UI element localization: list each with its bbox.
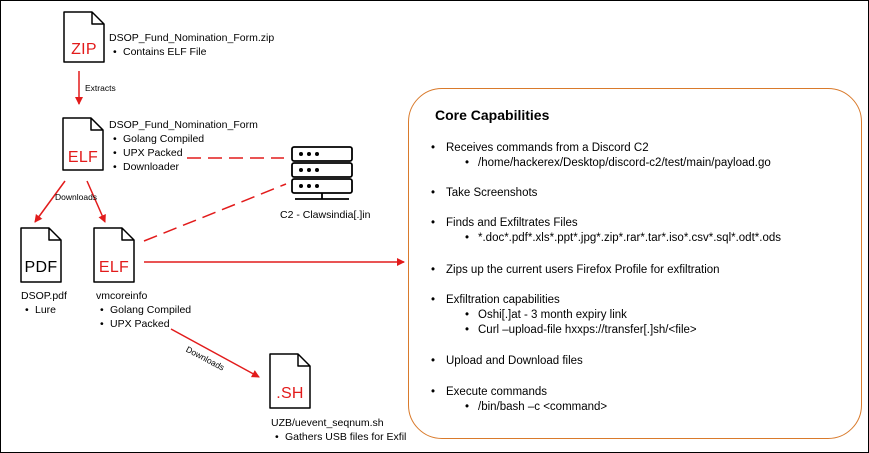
capability-item: Upload and Download files [431, 354, 583, 369]
elf-file-icon: ELF [62, 117, 104, 171]
capability-item: Finds and Exfiltrates Files *.doc*.pdf*.… [431, 216, 781, 246]
sh-bullet: Gathers USB files for Exfil [275, 430, 406, 444]
pdf-name: DSOP.pdf [21, 290, 67, 302]
capability-item: Exfiltration capabilities Oshi[.]at - 3 … [431, 293, 697, 338]
zip-name: DSOP_Fund_Nomination_Form.zip [109, 32, 275, 44]
capabilities-box: Core Capabilities Receives commands from… [408, 88, 862, 439]
sh-badge: .SH [276, 385, 304, 402]
vmcoreinfo-info: vmcoreinfo Golang Compiled UPX Packed [96, 289, 191, 331]
capability-item: Zips up the current users Firefox Profil… [431, 263, 720, 278]
arrow-to-sh [170, 328, 260, 378]
zip-info: DSOP_Fund_Nomination_Form.zip Contains E… [109, 31, 274, 59]
pdf-info: DSOP.pdf Lure [21, 289, 67, 317]
arrow-to-pdf [34, 180, 66, 223]
elf-bullet: UPX Packed [113, 146, 258, 160]
vmcoreinfo-bullet: Golang Compiled [100, 303, 191, 317]
capabilities-title: Core Capabilities [435, 107, 550, 123]
pdf-badge: PDF [24, 259, 58, 276]
zip-bullet: Contains ELF File [113, 45, 274, 59]
vmcoreinfo-bullet: UPX Packed [100, 317, 191, 331]
sh-name: UZB/uevent_seqnum.sh [271, 417, 384, 429]
elf-info: DSOP_Fund_Nomination_Form Golang Compile… [109, 118, 258, 174]
vmcoreinfo-name: vmcoreinfo [96, 290, 148, 302]
zip-badge: ZIP [71, 41, 97, 58]
capability-item: Execute commands /bin/bash –c <command> [431, 385, 607, 415]
dashed-link-vmcore-c2 [143, 183, 287, 242]
arrow-to-vmcoreinfo [86, 180, 106, 223]
sh-file-icon: .SH [269, 353, 311, 409]
vmcoreinfo-badge: ELF [98, 259, 130, 276]
zip-file-icon: ZIP [63, 11, 105, 63]
vmcoreinfo-file-icon: ELF [93, 227, 135, 283]
elf-bullet: Golang Compiled [113, 132, 258, 146]
capability-item: Receives commands from a Discord C2 /hom… [431, 141, 771, 171]
elf-bullet: Downloader [113, 160, 258, 174]
capability-item: Take Screenshots [431, 186, 537, 201]
edge-label-extracts: Extracts [85, 83, 116, 93]
edge-label-downloads: Downloads [55, 192, 98, 202]
pdf-file-icon: PDF [20, 227, 62, 283]
elf-name: DSOP_Fund_Nomination_Form [109, 119, 258, 131]
pdf-bullet: Lure [25, 303, 67, 317]
elf-badge: ELF [67, 149, 99, 166]
server-icon [289, 146, 355, 200]
server-label: C2 - Clawsindia[.]in [280, 209, 371, 221]
sh-info: UZB/uevent_seqnum.sh Gathers USB files f… [271, 416, 406, 444]
